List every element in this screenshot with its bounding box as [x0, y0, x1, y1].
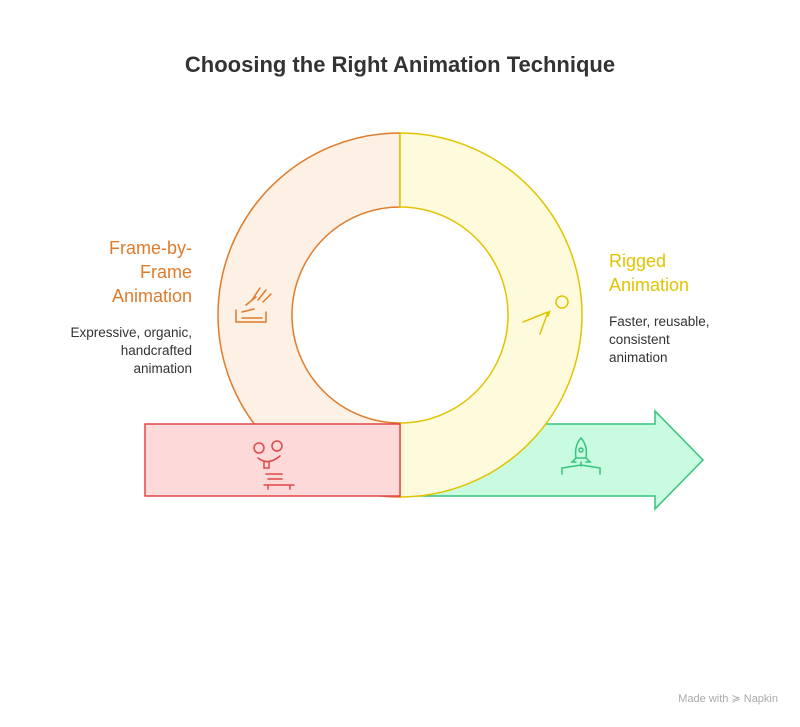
rigged-description: Faster, reusable, consistent animation	[609, 313, 710, 367]
rigged-figure-icon	[522, 295, 569, 335]
title-line: Frame-by-	[108, 238, 192, 258]
title-line: Frame	[139, 262, 192, 282]
desc-line: animation	[133, 361, 192, 376]
rigged-title: Rigged Animation	[609, 249, 689, 297]
title-line: Animation	[609, 275, 690, 295]
rocket-icon	[561, 436, 601, 475]
desc-line: Expressive, organic,	[70, 325, 192, 340]
cartoon-character-icon	[253, 440, 295, 490]
frame-by-frame-description: Expressive, organic, handcrafted animati…	[70, 324, 192, 378]
desc-line: Faster, reusable,	[609, 314, 710, 329]
title-line: Animation	[111, 286, 192, 306]
sketch-lines-icon	[235, 287, 272, 323]
napkin-watermark: Made with ≽ Napkin	[678, 693, 778, 705]
red-box	[144, 423, 401, 497]
desc-line: animation	[609, 350, 668, 365]
desc-line: consistent	[609, 332, 670, 347]
desc-line: handcrafted	[120, 343, 192, 358]
frame-by-frame-title: Frame-by- Frame Animation	[109, 236, 192, 308]
yellow-half-ring	[399, 132, 583, 498]
title-line: Rigged	[609, 251, 667, 271]
diagram-title: Choosing the Right Animation Technique	[184, 52, 616, 77]
